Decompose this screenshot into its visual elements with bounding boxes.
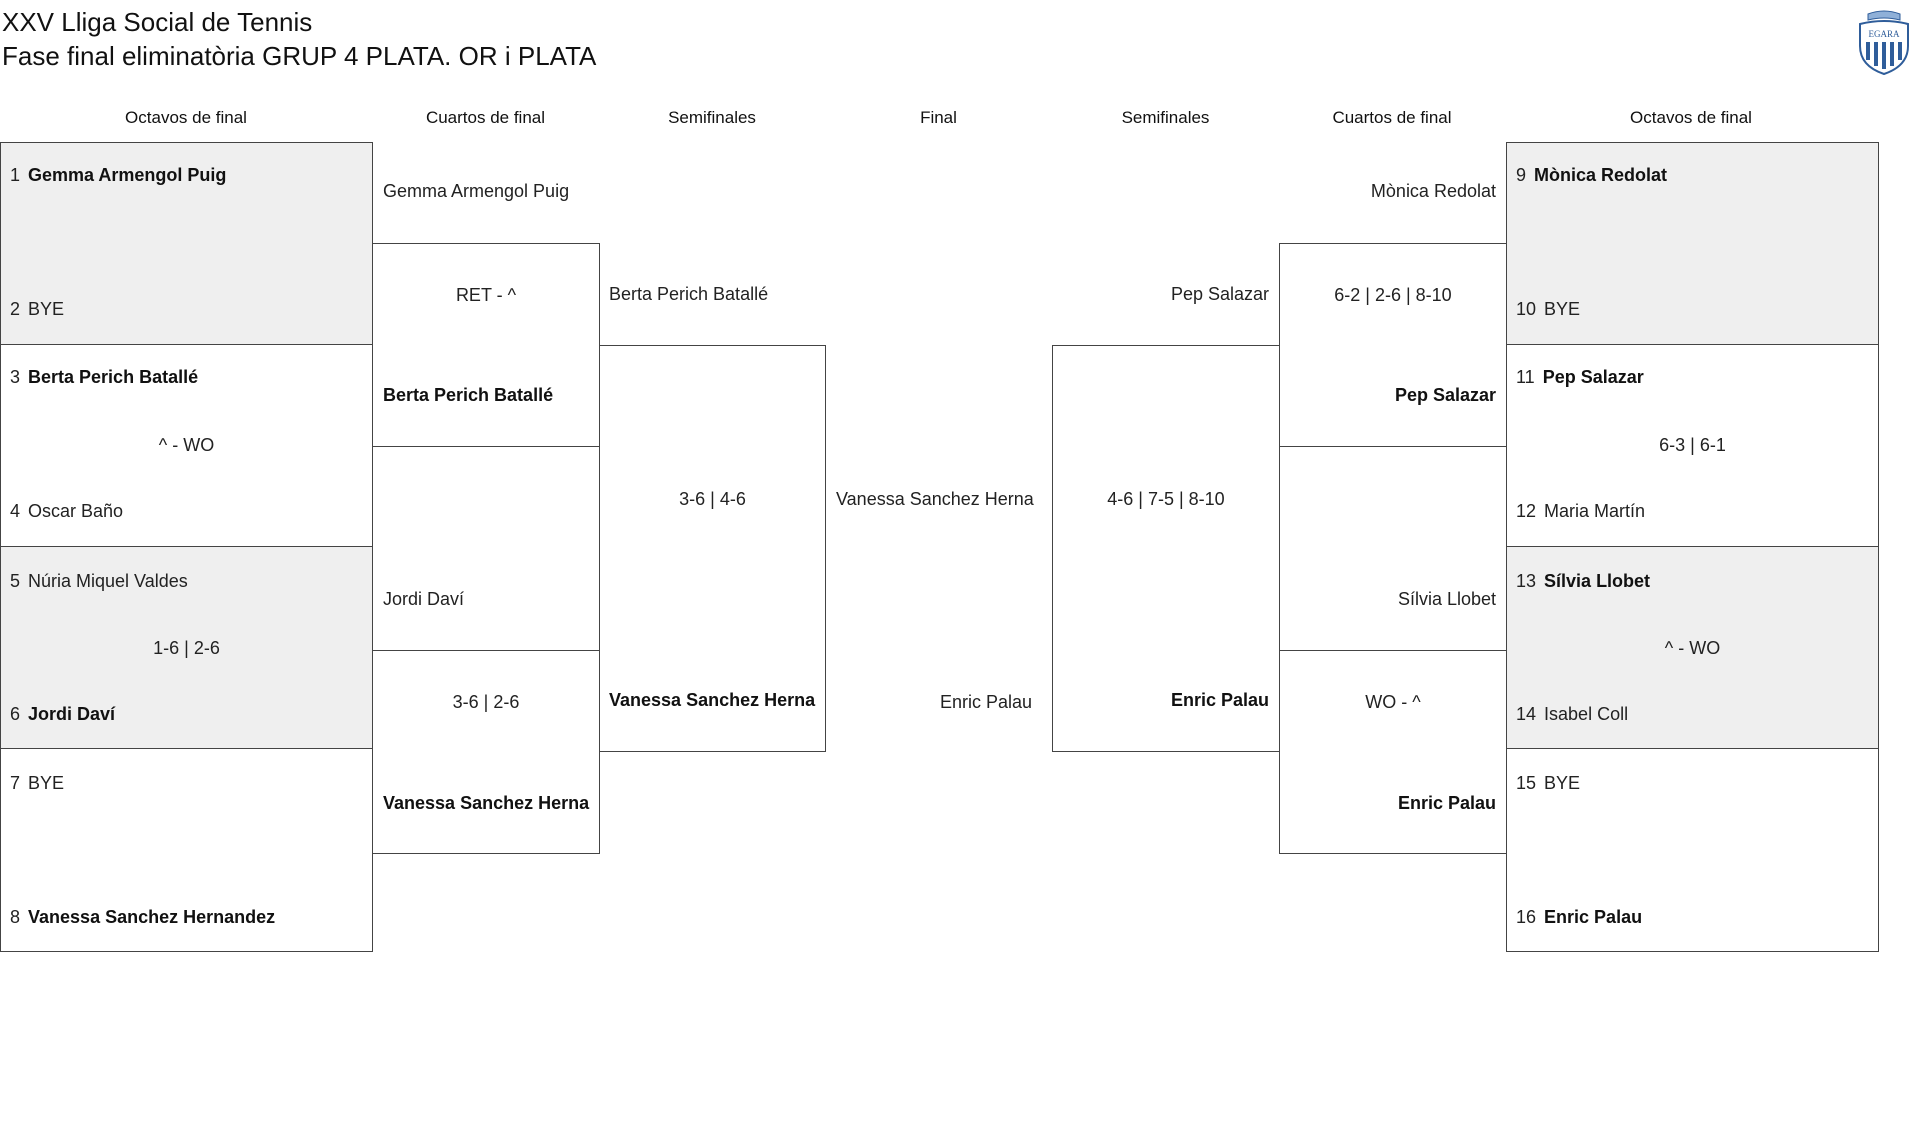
club-logo: EGARA [1854, 6, 1914, 76]
score-sf-l: 3-6 | 4-6 [679, 489, 746, 509]
player-final-b: Enric Palau [940, 692, 1033, 712]
player-qf-l1-a: Gemma Armengol Puig [383, 181, 570, 201]
match-sf-left [599, 345, 826, 752]
score-qf-r2: WO - ^ [1365, 692, 1421, 712]
round-header-l-sf: Semifinales [668, 108, 756, 127]
svg-text:EGARA: EGARA [1869, 29, 1900, 39]
player-qf-l2-a: Jordi Daví [383, 589, 465, 609]
player-qf-r1-a: Mònica Redolat [1370, 181, 1496, 201]
score-r16-r3: ^ - WO [1664, 638, 1721, 658]
match-qf-right-1 [1279, 243, 1507, 447]
match-sf-right [1052, 345, 1280, 752]
match-qf-right-2 [1279, 650, 1507, 854]
player-final-a: Vanessa Sanchez Herna [836, 489, 1034, 509]
player-sf-r-a: Pep Salazar [1170, 284, 1269, 304]
round-header-r-sf: Semifinales [1121, 108, 1210, 127]
player-qf-l2-b: Vanessa Sanchez Herna [383, 793, 590, 813]
player-qf-l1-b: Berta Perich Batallé [383, 385, 554, 405]
player-sf-r-b: Enric Palau [1170, 690, 1269, 710]
player-qf-r1-b: Pep Salazar [1394, 385, 1496, 405]
score-qf-l2: 3-6 | 2-6 [452, 692, 520, 712]
score-r16-l2: ^ - WO [158, 435, 215, 455]
score-sf-r: 4-6 | 7-5 | 8-10 [1107, 489, 1225, 509]
match-r16-right-4 [1506, 748, 1879, 952]
player-qf-r2-a: Sílvia Llobet [1397, 589, 1496, 609]
page-subtitle: Fase final eliminatòria GRUP 4 PLATA. OR… [2, 41, 597, 71]
round-header-r-r16: Octavos de final [1630, 108, 1752, 127]
score-r16-r2: 6-3 | 6-1 [1659, 435, 1726, 455]
match-qf-left-1 [372, 243, 600, 447]
round-header-l-r16: Octavos de final [125, 108, 247, 127]
match-r16-left-1 [0, 142, 373, 345]
round-header-r-qf: Cuartos de final [1332, 108, 1452, 127]
player-qf-r2-b: Enric Palau [1397, 793, 1496, 813]
match-r16-right-3 [1506, 546, 1879, 749]
page-title: XXV Lliga Social de Tennis [2, 7, 313, 37]
score-qf-l1: RET - ^ [455, 285, 517, 305]
match-qf-left-2 [372, 650, 600, 854]
match-r16-left-3 [0, 546, 373, 749]
score-r16-l3: 1-6 | 2-6 [153, 638, 220, 658]
round-header-final: Final [920, 108, 957, 127]
player-sf-l-b: Vanessa Sanchez Herna [609, 690, 816, 710]
match-r16-right-1 [1506, 142, 1879, 345]
score-qf-r1: 6-2 | 2-6 | 8-10 [1334, 285, 1452, 305]
player-sf-l-a: Berta Perich Batallé [609, 284, 769, 304]
round-header-l-qf: Cuartos de final [425, 108, 546, 127]
